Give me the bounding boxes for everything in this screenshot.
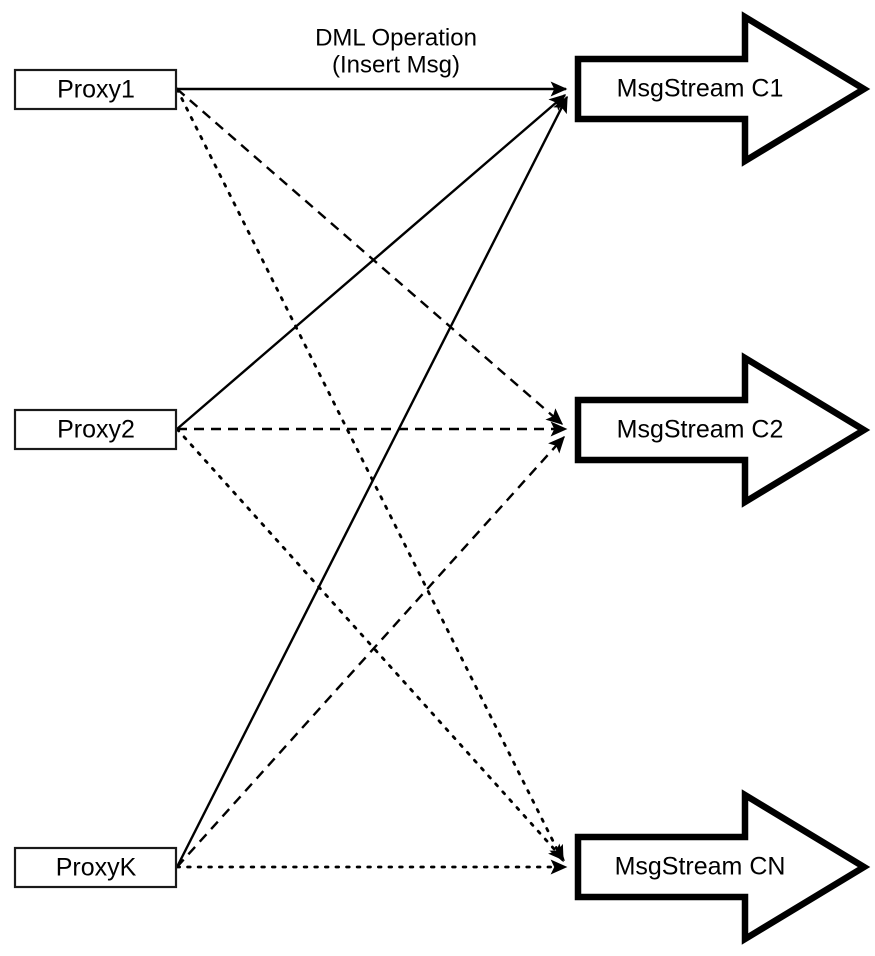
edge-proxy2-to-msgstream-cn <box>175 427 566 862</box>
msgstream-cn-arrow-shape[interactable] <box>574 789 871 945</box>
annotation-line-1: DML Operation <box>315 24 477 51</box>
proxyk-box[interactable] <box>13 846 178 889</box>
edge-proxy1-to-msgstream-cn <box>175 87 565 863</box>
msgstream-c1-arrow-shape[interactable] <box>574 11 871 167</box>
proxy-node-proxyk[interactable]: ProxyK <box>13 846 178 889</box>
msgstream-c2-arrow-shape[interactable] <box>574 352 871 508</box>
proxy-node-proxy2[interactable]: Proxy2 <box>13 408 178 451</box>
proxy1-box[interactable] <box>13 68 178 111</box>
edge-proxyk-to-msgstream-c1 <box>175 95 569 868</box>
msgstream-c1-label: MsgStream C1 <box>617 75 784 103</box>
proxy-node-proxy1[interactable]: Proxy1 <box>13 68 178 111</box>
msgstream-c2-label: MsgStream C2 <box>617 416 784 444</box>
edge-proxy1-to-msgstream-c2 <box>176 88 564 425</box>
msgstream-cn-label: MsgStream CN <box>615 853 786 881</box>
msgstream-node-c2[interactable]: MsgStream C2 <box>574 352 871 508</box>
msgstream-node-cn[interactable]: MsgStream CN <box>574 789 871 945</box>
annotation-dml-operation: DML Operation (Insert Msg) <box>315 24 477 78</box>
proxy1-label: Proxy1 <box>57 76 135 104</box>
edge-layer <box>175 81 569 875</box>
annotation-line-2: (Insert Msg) <box>332 51 460 78</box>
msgstream-node-c1[interactable]: MsgStream C1 <box>574 11 871 167</box>
edge-proxyk-to-msgstream-c2 <box>176 435 565 868</box>
proxy2-box[interactable] <box>13 408 178 451</box>
proxyk-label: ProxyK <box>56 854 137 882</box>
edge-proxy2-to-msgstream-c1 <box>176 94 567 430</box>
proxy2-label: Proxy2 <box>57 416 135 444</box>
